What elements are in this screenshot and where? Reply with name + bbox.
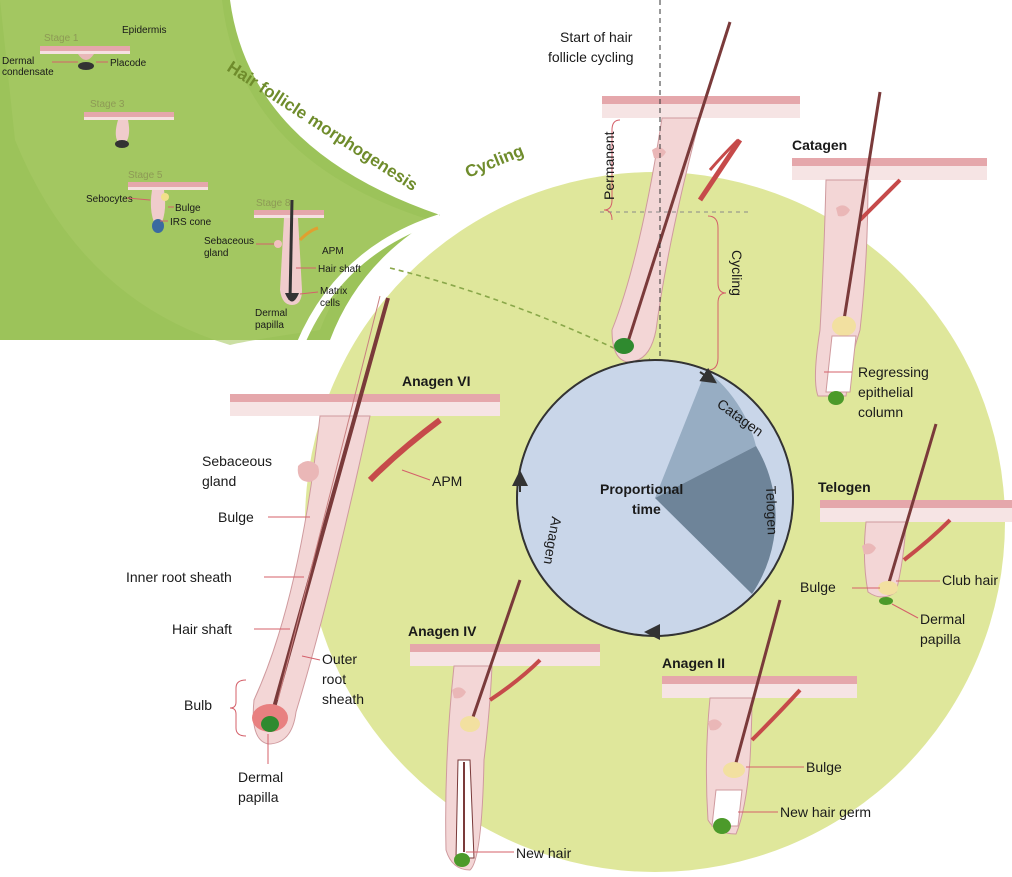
- proportional-time-pie: Proportional time Catagen Telogen Anagen: [517, 360, 793, 636]
- svg-text:root: root: [322, 671, 346, 687]
- svg-text:Epidermis: Epidermis: [122, 25, 166, 36]
- svg-text:Anagen IV: Anagen IV: [408, 623, 477, 639]
- svg-text:Bulge: Bulge: [218, 509, 254, 525]
- svg-text:Stage 1: Stage 1: [44, 33, 79, 44]
- svg-text:Stage 8: Stage 8: [256, 198, 291, 209]
- svg-text:Dermal: Dermal: [920, 611, 965, 627]
- svg-text:follicle cycling: follicle cycling: [548, 49, 634, 65]
- svg-text:Sebaceous: Sebaceous: [204, 236, 254, 247]
- svg-text:Bulge: Bulge: [175, 203, 201, 214]
- svg-text:Inner root sheath: Inner root sheath: [126, 569, 232, 585]
- svg-text:gland: gland: [204, 248, 228, 259]
- svg-text:Dermal: Dermal: [255, 308, 287, 319]
- svg-text:Dermal: Dermal: [238, 769, 283, 785]
- svg-text:Anagen II: Anagen II: [662, 655, 725, 671]
- svg-text:Stage 3: Stage 3: [90, 99, 125, 110]
- svg-text:Club hair: Club hair: [942, 572, 998, 588]
- svg-text:Matrix: Matrix: [320, 286, 347, 297]
- svg-text:New hair germ: New hair germ: [780, 804, 871, 820]
- svg-text:IRS cone: IRS cone: [170, 217, 212, 228]
- svg-text:Sebocytes: Sebocytes: [86, 194, 133, 205]
- svg-text:Hair shaft: Hair shaft: [318, 264, 361, 275]
- svg-text:Catagen: Catagen: [792, 137, 847, 153]
- svg-text:APM: APM: [432, 473, 462, 489]
- svg-text:papilla: papilla: [920, 631, 961, 647]
- svg-text:Start of hair: Start of hair: [560, 29, 633, 45]
- svg-text:Regressing: Regressing: [858, 364, 929, 380]
- cycling-title: Cycling: [462, 141, 526, 182]
- svg-text:gland: gland: [202, 473, 236, 489]
- svg-text:papilla: papilla: [238, 789, 279, 805]
- svg-text:Placode: Placode: [110, 58, 147, 69]
- svg-text:APM: APM: [322, 246, 344, 257]
- svg-text:Stage 5: Stage 5: [128, 170, 163, 181]
- svg-text:Sebaceous: Sebaceous: [202, 453, 272, 469]
- svg-text:Proportional: Proportional: [600, 481, 683, 497]
- svg-text:Bulge: Bulge: [806, 759, 842, 775]
- svg-text:Telogen: Telogen: [763, 486, 781, 536]
- svg-text:cells: cells: [320, 298, 340, 309]
- svg-text:New hair: New hair: [516, 845, 572, 861]
- svg-text:Dermal: Dermal: [2, 56, 34, 67]
- svg-text:Cycling: Cycling: [729, 250, 745, 296]
- svg-text:Outer: Outer: [322, 651, 357, 667]
- svg-text:Anagen VI: Anagen VI: [402, 373, 470, 389]
- svg-text:sheath: sheath: [322, 691, 364, 707]
- svg-text:Hair shaft: Hair shaft: [172, 621, 232, 637]
- svg-text:time: time: [632, 501, 661, 517]
- svg-text:Bulb: Bulb: [184, 697, 212, 713]
- svg-text:Telogen: Telogen: [818, 479, 871, 495]
- svg-text:condensate: condensate: [2, 67, 54, 78]
- svg-text:papilla: papilla: [255, 320, 284, 331]
- svg-text:epithelial: epithelial: [858, 384, 913, 400]
- svg-text:Bulge: Bulge: [800, 579, 836, 595]
- svg-text:Permanent: Permanent: [601, 131, 617, 200]
- svg-text:column: column: [858, 404, 903, 420]
